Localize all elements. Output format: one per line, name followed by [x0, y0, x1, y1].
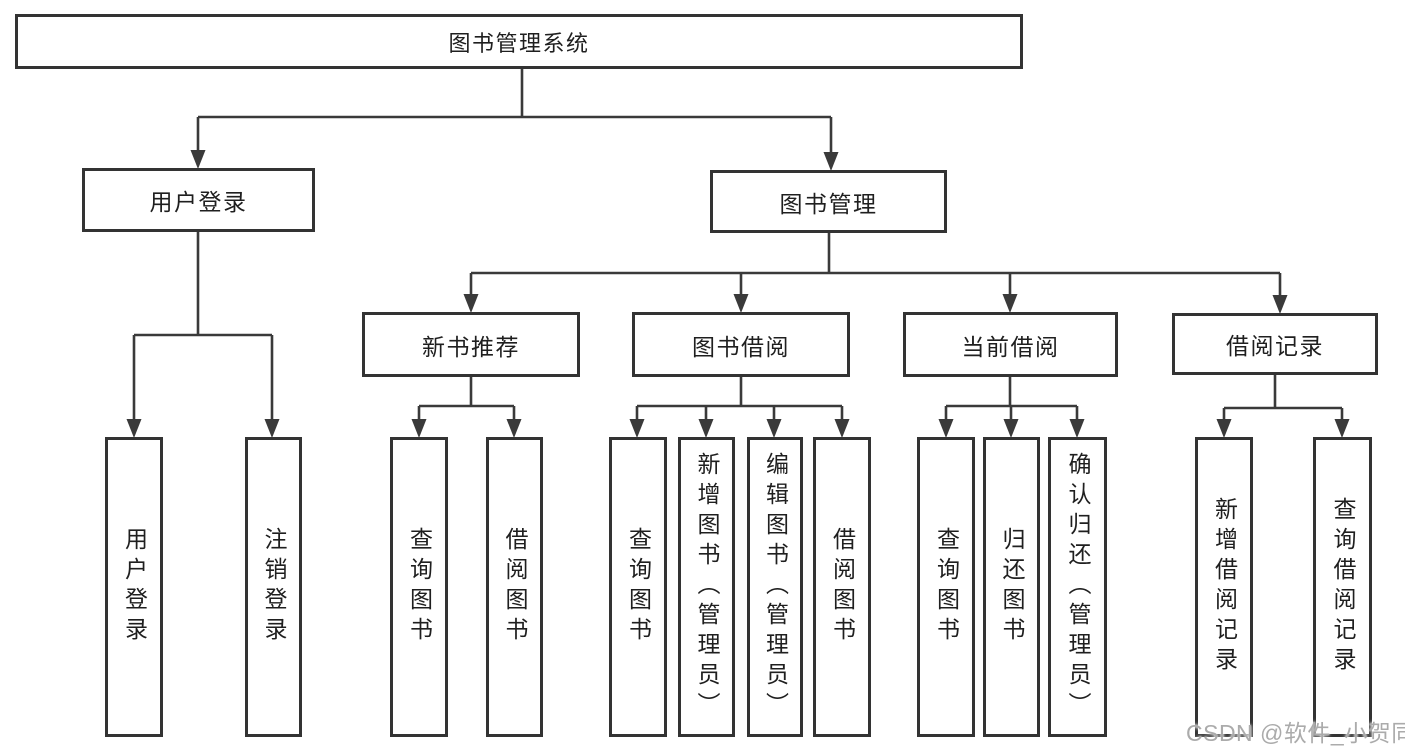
connector-user-login-to-leaves — [126, 232, 280, 438]
connector-book-borrow-to-leaves — [629, 377, 850, 438]
leaf-new-books-borrow: 借阅图书 — [486, 437, 543, 737]
node-book-borrow-label: 图书借阅 — [692, 333, 790, 360]
node-borrow-records: 借阅记录 — [1172, 313, 1378, 375]
leaf-new-books-query: 查询图书 — [390, 437, 448, 737]
leaf-add-borrow-record: 新增借阅记录 — [1195, 437, 1253, 737]
leaf-borrow-query-label: 查询图书 — [625, 527, 652, 647]
node-user-login-label: 用户登录 — [149, 189, 248, 215]
leaf-edit-book-admin-label: 编辑图书（管理员） — [762, 452, 789, 722]
leaf-borrow-book: 借阅图书 — [813, 437, 871, 737]
node-new-books-label: 新书推荐 — [422, 333, 520, 360]
node-new-books: 新书推荐 — [362, 312, 580, 377]
leaf-confirm-return-admin: 确认归还（管理员） — [1048, 437, 1107, 737]
connector-book-mgmt-to-level3 — [463, 233, 1288, 314]
leaf-query-borrow-record-label: 查询借阅记录 — [1330, 497, 1356, 677]
leaf-current-query: 查询图书 — [917, 437, 975, 737]
connector-borrow-records-to-leaves — [1216, 375, 1350, 438]
node-root-label: 图书管理系统 — [448, 30, 590, 56]
node-borrow-records-label: 借阅记录 — [1226, 333, 1324, 359]
leaf-borrow-query: 查询图书 — [609, 437, 667, 737]
connector-root-to-level2 — [190, 69, 839, 171]
leaf-return-book-label: 归还图书 — [999, 527, 1025, 647]
leaf-confirm-return-admin-label: 确认归还（管理员） — [1065, 452, 1091, 722]
leaf-new-books-query-label: 查询图书 — [406, 527, 433, 647]
node-root-system: 图书管理系统 — [15, 14, 1023, 69]
connector-current-borrow-to-leaves — [938, 377, 1085, 438]
leaf-user-login: 用户登录 — [105, 437, 163, 737]
leaf-add-book-admin-label: 新增图书（管理员） — [694, 452, 720, 722]
node-book-borrow: 图书借阅 — [632, 312, 850, 377]
leaf-logout-label: 注销登录 — [261, 527, 287, 647]
leaf-user-login-label: 用户登录 — [121, 527, 148, 647]
leaf-add-borrow-record-label: 新增借阅记录 — [1211, 497, 1238, 677]
connector-new-books-to-leaves — [411, 377, 522, 438]
node-book-management: 图书管理 — [710, 170, 947, 233]
node-book-management-label: 图书管理 — [779, 190, 878, 217]
leaf-new-books-borrow-label: 借阅图书 — [502, 527, 528, 647]
node-current-borrow-label: 当前借阅 — [961, 333, 1060, 360]
node-current-borrow: 当前借阅 — [903, 312, 1118, 377]
leaf-return-book: 归还图书 — [983, 437, 1040, 737]
leaf-borrow-book-label: 借阅图书 — [829, 527, 856, 647]
node-user-login: 用户登录 — [82, 168, 315, 232]
leaf-query-borrow-record: 查询借阅记录 — [1313, 437, 1372, 737]
leaf-add-book-admin: 新增图书（管理员） — [678, 437, 735, 737]
leaf-current-query-label: 查询图书 — [933, 527, 960, 647]
leaf-logout: 注销登录 — [245, 437, 302, 737]
leaf-edit-book-admin: 编辑图书（管理员） — [747, 437, 803, 737]
csdn-watermark: CSDN @软件_小贺同学 — [1186, 720, 1405, 746]
